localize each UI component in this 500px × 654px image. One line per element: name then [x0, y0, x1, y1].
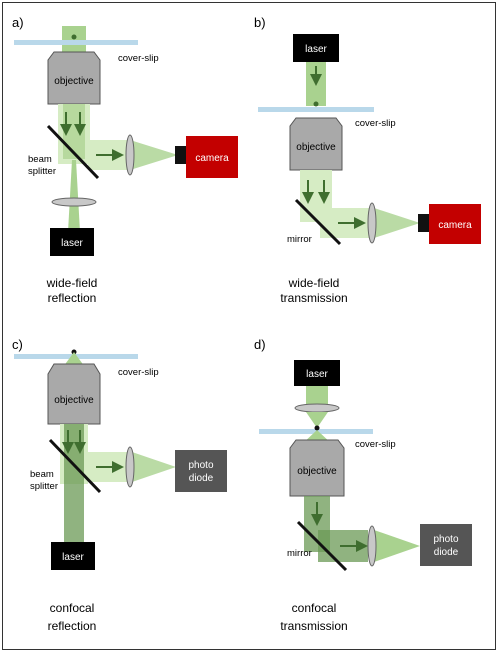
panel-c-lens [125, 446, 135, 488]
panel-a-caption-1: wide-field [46, 276, 98, 290]
panel-d-beam-top [306, 386, 328, 408]
panel-a-camera [186, 136, 238, 178]
panel-a-sample-point [71, 34, 77, 40]
panel-a-letter: a) [12, 15, 24, 30]
panel-d-objective [289, 439, 345, 497]
panel-c-photodiode [175, 450, 227, 492]
panel-d-coverslip-label: cover-slip [355, 439, 396, 450]
panel-c-caption-1: confocal [50, 601, 95, 615]
panel-d-beam-cone-top [306, 412, 328, 428]
panel-b-letter: b) [254, 15, 266, 30]
panel-c-beam-focus [132, 452, 176, 482]
panel-a-camera-mount [175, 146, 187, 164]
panel-a-laser-beam [68, 160, 80, 232]
panel-d-mirror-label: mirror [287, 548, 312, 559]
panel-c-objective [47, 363, 101, 425]
panel-a-laser-label: laser [61, 238, 83, 249]
panel-b-lens [367, 202, 377, 244]
panel-d-laser-label: laser [306, 369, 328, 380]
panel-b-sample-point [313, 101, 319, 107]
panel-b: b) laser cover-slip objective mirror cam… [254, 15, 481, 305]
panel-d-caption-2: transmission [280, 619, 347, 633]
panel-b-camera [429, 204, 481, 244]
panel-b-caption-1: wide-field [288, 276, 340, 290]
panel-d-letter: d) [254, 337, 266, 352]
panel-b-caption-2: transmission [280, 291, 347, 305]
panel-b-laser-label: laser [305, 44, 327, 55]
panel-b-laser [293, 34, 339, 62]
panel-a-beam-splitter [46, 124, 100, 180]
panel-a-splitter-label-2: splitter [28, 166, 56, 177]
panel-b-mirror [294, 198, 342, 246]
panel-a-camera-label: camera [195, 153, 229, 164]
panel-c-beam-splitter [48, 438, 102, 494]
panel-d-excitation-lens [294, 403, 340, 413]
panel-c-laser-beam [64, 424, 84, 544]
panel-c-objective-label: objective [54, 395, 94, 406]
panel-d-photodiode [420, 524, 472, 566]
panel-b-beam-focus [374, 208, 420, 238]
panel-d-sample-point [314, 425, 320, 431]
panel-a-coverslip [14, 40, 138, 45]
panel-b-coverslip-label: cover-slip [355, 118, 396, 129]
panel-a-coverslip-label: cover-slip [118, 53, 159, 64]
panel-c-laser-label: laser [62, 552, 84, 563]
panel-d-mirror [296, 520, 348, 572]
panel-d-beam-focus [374, 530, 420, 562]
panel-d-laser [294, 360, 340, 386]
panel-a: a) cover-slip objective beam splitter ca… [12, 15, 238, 305]
panel-a-laser [50, 228, 94, 256]
panel-d: d) laser cover-slip objective mirror pho… [254, 337, 472, 633]
panel-b-mirror-label: mirror [287, 234, 312, 245]
panel-a-objective [47, 51, 101, 105]
panel-b-coverslip [258, 107, 374, 112]
panel-a-splitter-label-1: beam [28, 154, 52, 165]
panel-a-excitation-lens [51, 197, 97, 207]
panel-c: c) cover-slip objective beam splitter ph… [12, 337, 227, 633]
panel-c-letter: c) [12, 337, 23, 352]
panel-b-objective-label: objective [296, 142, 336, 153]
panel-b-objective [289, 117, 343, 171]
panel-d-photodiode-label-2: diode [434, 547, 459, 558]
panel-d-caption-1: confocal [292, 601, 337, 615]
panel-c-splitter-label-1: beam [30, 469, 54, 480]
panel-b-camera-mount [418, 214, 430, 232]
panel-c-photodiode-label-1: photo [188, 460, 213, 471]
panel-c-photodiode-label-2: diode [189, 473, 214, 484]
panel-c-laser [51, 542, 95, 570]
panel-c-splitter-label-2: splitter [30, 481, 58, 492]
panel-b-camera-label: camera [438, 220, 472, 231]
panel-d-objective-label: objective [297, 466, 337, 477]
panel-c-coverslip-label: cover-slip [118, 367, 159, 378]
panel-a-beam-focus [130, 140, 178, 170]
panel-d-lens [367, 525, 377, 567]
panel-a-caption-2: reflection [48, 291, 97, 305]
panel-c-caption-2: reflection [48, 619, 97, 633]
panel-a-objective-label: objective [54, 76, 94, 87]
panel-d-photodiode-label-1: photo [433, 534, 458, 545]
panel-a-lens [125, 134, 135, 176]
